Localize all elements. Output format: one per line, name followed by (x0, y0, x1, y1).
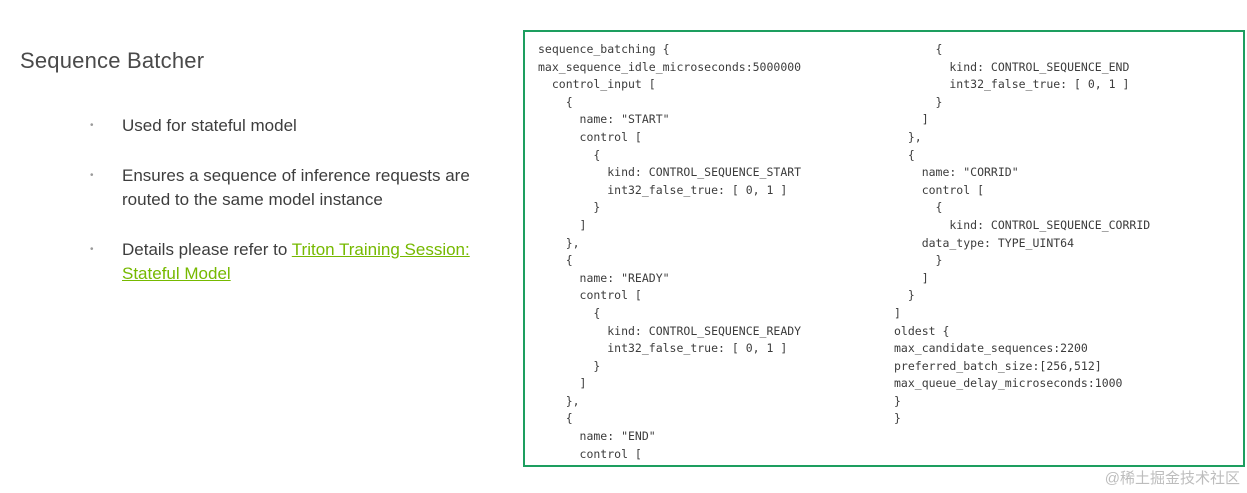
stateful-model-link[interactable]: Triton Training Session: Stateful Model (122, 240, 470, 283)
list-item: • Ensures a sequence of inference reques… (90, 164, 510, 211)
slide-text-pane: Sequence Batcher • Used for stateful mod… (20, 48, 510, 312)
bullet-text: Used for stateful model (122, 116, 297, 135)
bullet-text-prefix: Details please refer to (122, 240, 292, 260)
code-column-right: { kind: CONTROL_SEQUENCE_END int32_false… (894, 42, 1151, 426)
page-title: Sequence Batcher (20, 48, 205, 73)
list-item: • Used for stateful model (90, 114, 510, 137)
bullet-text: Details please refer to Triton Training … (122, 238, 510, 285)
bullet-icon: • (90, 170, 94, 182)
watermark: @稀土掘金技术社区 (1104, 470, 1240, 487)
bullet-list: • Used for stateful model • Ensures a se… (20, 114, 510, 285)
bullet-icon: • (90, 244, 94, 256)
bullet-text: Ensures a sequence of inference requests… (122, 166, 470, 209)
code-panel: sequence_batching { max_sequence_idle_mi… (523, 30, 1245, 467)
bullet-icon: • (90, 120, 94, 131)
code-column-left: sequence_batching { max_sequence_idle_mi… (538, 42, 802, 461)
list-item: • Details please refer to Triton Trainin… (90, 238, 510, 285)
